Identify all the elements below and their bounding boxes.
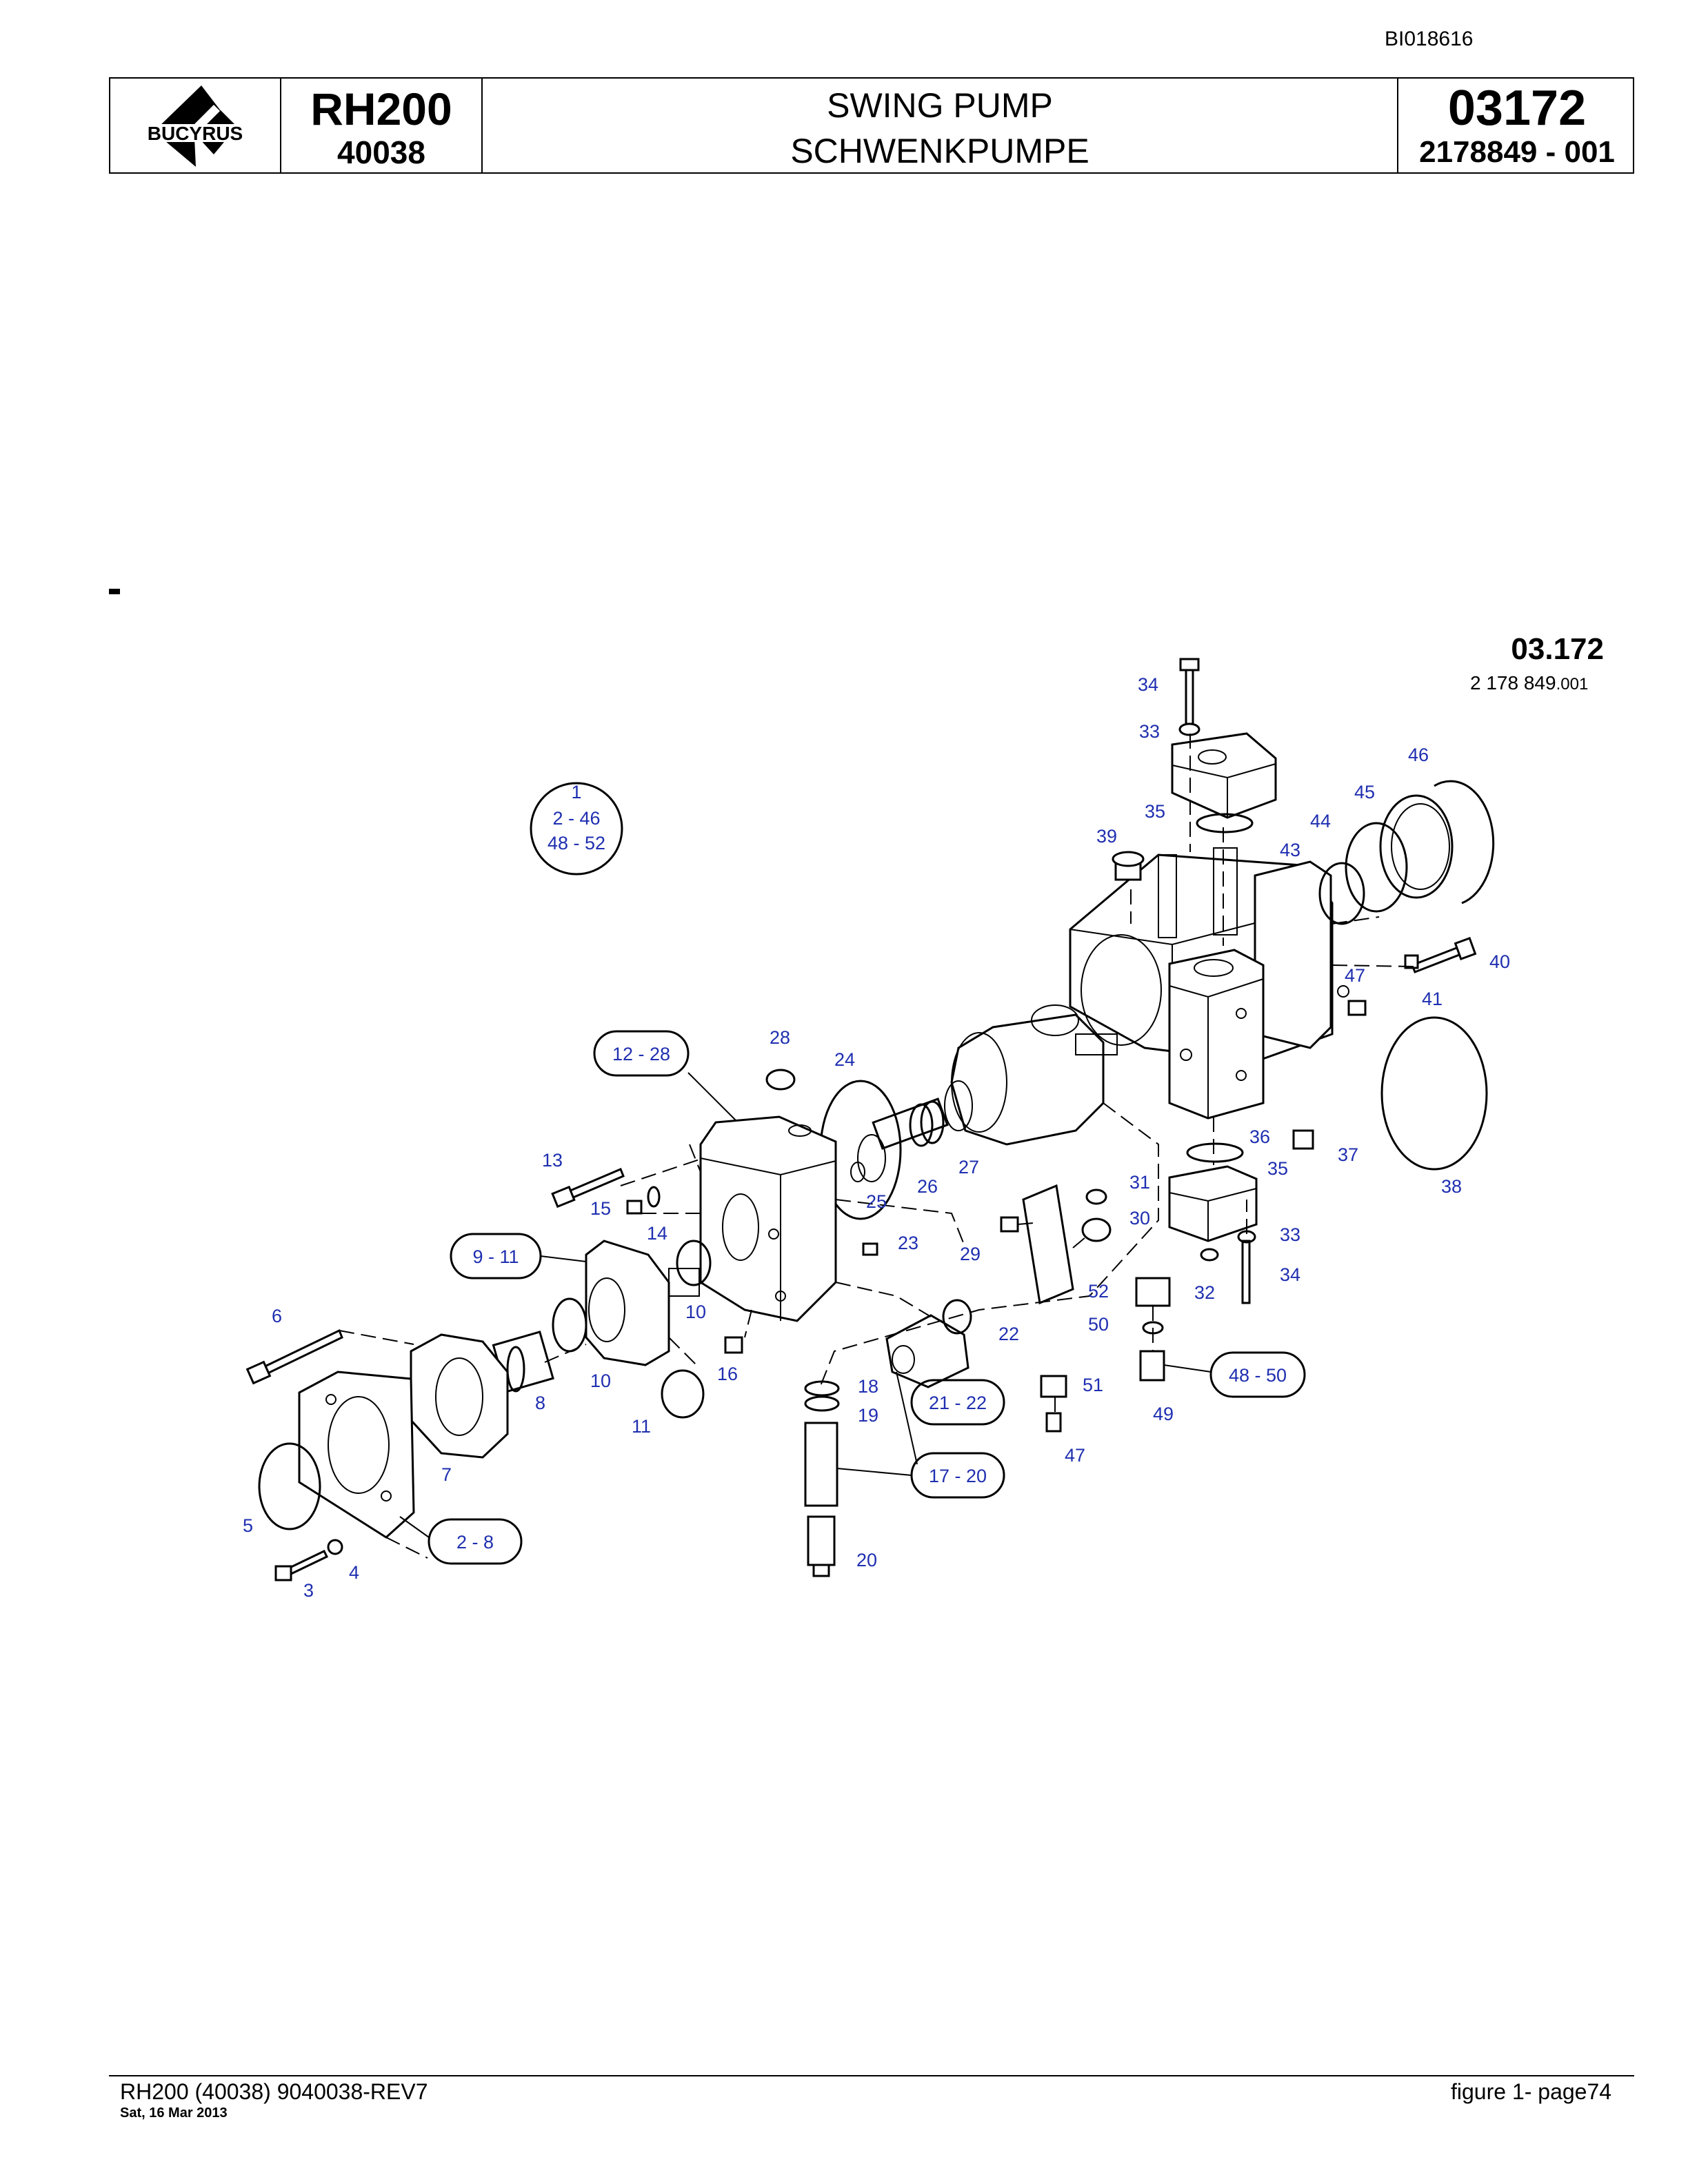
svg-text:48 - 52: 48 - 52 bbox=[547, 833, 605, 853]
item-label: 20 bbox=[856, 1550, 877, 1570]
footer-rule bbox=[109, 2075, 1634, 2076]
brand-cell: BUCYRUS bbox=[110, 79, 281, 172]
item-label: 6 bbox=[272, 1306, 282, 1326]
svg-text:1: 1 bbox=[571, 782, 581, 802]
item-label: 51 bbox=[1083, 1375, 1103, 1395]
svg-text:9 - 11: 9 - 11 bbox=[472, 1246, 519, 1267]
item-label: 25 bbox=[866, 1191, 887, 1212]
item-label: 52 bbox=[1088, 1281, 1109, 1302]
footer-date: Sat, 16 Mar 2013 bbox=[120, 2105, 228, 2121]
item-label: 41 bbox=[1422, 989, 1443, 1009]
item-label: 35 bbox=[1267, 1158, 1288, 1179]
item-label: 16 bbox=[717, 1364, 738, 1384]
item-label: 45 bbox=[1354, 782, 1375, 802]
svg-text:2 - 8: 2 - 8 bbox=[456, 1532, 494, 1553]
item-label: 24 bbox=[834, 1049, 855, 1070]
item-label: 5 bbox=[243, 1515, 253, 1536]
part-number: 2178849 - 001 bbox=[1419, 135, 1615, 169]
svg-text:2 - 46: 2 - 46 bbox=[552, 808, 600, 829]
item-label: 38 bbox=[1441, 1176, 1462, 1197]
svg-text:48 - 50: 48 - 50 bbox=[1229, 1365, 1287, 1386]
item-label: 14 bbox=[647, 1223, 667, 1244]
title-english: SWING PUMP bbox=[827, 86, 1053, 125]
svg-text:17 - 20: 17 - 20 bbox=[929, 1466, 987, 1486]
svg-text:21 - 22: 21 - 22 bbox=[929, 1393, 987, 1413]
item-label: 37 bbox=[1338, 1144, 1358, 1165]
group-callout-12-28: 12 - 28 bbox=[593, 1030, 690, 1077]
item-label: 28 bbox=[770, 1027, 790, 1048]
callout-leaders bbox=[399, 1072, 1212, 1538]
group-callout-48-50: 48 - 50 bbox=[1209, 1351, 1306, 1398]
model-cell: RH200 40038 bbox=[281, 79, 483, 172]
item-label: 40 bbox=[1489, 951, 1510, 972]
item-label: 34 bbox=[1138, 674, 1158, 695]
item-label: 19 bbox=[858, 1405, 878, 1426]
item-label: 46 bbox=[1408, 745, 1429, 765]
exploded-view-drawing: 03.172 2 178 849.001 bbox=[243, 632, 1604, 1601]
item-label: 32 bbox=[1194, 1282, 1215, 1303]
item-label: 33 bbox=[1139, 721, 1160, 742]
item-label: 44 bbox=[1310, 811, 1331, 831]
item-label: 29 bbox=[960, 1244, 981, 1264]
item-label: 18 bbox=[858, 1376, 878, 1397]
item-label: 27 bbox=[958, 1157, 979, 1177]
item-label: 3 bbox=[303, 1580, 314, 1601]
group-callout-9-11: 9 - 11 bbox=[450, 1233, 542, 1280]
assembly-lines bbox=[339, 734, 1414, 1559]
item-label: 4 bbox=[349, 1562, 359, 1583]
item-label: 33 bbox=[1280, 1224, 1300, 1245]
item-label: 22 bbox=[998, 1324, 1019, 1344]
item-label: 7 bbox=[441, 1464, 452, 1485]
item-label: 31 bbox=[1129, 1172, 1150, 1193]
item-label: 8 bbox=[535, 1393, 545, 1413]
figure-cell: 03172 2178849 - 001 bbox=[1398, 79, 1636, 172]
item-label: 15 bbox=[590, 1198, 611, 1219]
drawing-ref-part-main: 2 178 849 bbox=[1470, 672, 1556, 694]
title-german: SCHWENKPUMPE bbox=[790, 132, 1089, 170]
svg-text:12 - 28: 12 - 28 bbox=[612, 1044, 670, 1064]
group-callout-21-22: 21 - 22 bbox=[910, 1379, 1005, 1426]
item-labels: 34 33 46 45 35 44 39 43 40 47 41 28 24 3… bbox=[243, 674, 1510, 1601]
figure-number: 03172 bbox=[1447, 81, 1587, 136]
drawing-ref-part-suffix: .001 bbox=[1556, 675, 1589, 694]
item-label: 10 bbox=[685, 1302, 706, 1322]
item-label: 10 bbox=[590, 1371, 611, 1391]
footer-page-ref: figure 1- page74 bbox=[1451, 2079, 1612, 2104]
item-label: 50 bbox=[1088, 1314, 1109, 1335]
title-cell: SWING PUMP SCHWENKPUMPE bbox=[483, 79, 1398, 172]
model-number: 40038 bbox=[337, 134, 425, 170]
document-id: BI018616 bbox=[1385, 28, 1474, 50]
item-label: 23 bbox=[898, 1233, 918, 1253]
drawing-ref-part: 2 178 849.001 bbox=[1470, 672, 1588, 694]
drawing-ref-number: 03.172 bbox=[1511, 632, 1604, 666]
item-label: 11 bbox=[632, 1416, 651, 1437]
title-block: BUCYRUS RH200 40038 SWING PUMP SCHWENKPU… bbox=[109, 77, 1634, 174]
item-label: 43 bbox=[1280, 840, 1300, 860]
item-label: 35 bbox=[1145, 801, 1165, 822]
bucyrus-logo: BUCYRUS bbox=[120, 85, 270, 167]
group-callout-17-20: 17 - 20 bbox=[910, 1452, 1005, 1499]
item-label: 47 bbox=[1345, 965, 1365, 986]
item-label: 49 bbox=[1153, 1404, 1174, 1424]
item-label: 47 bbox=[1065, 1445, 1085, 1466]
footer-document-ref: RH200 (40038) 9040038-REV7 bbox=[120, 2079, 428, 2104]
item-label: 13 bbox=[542, 1150, 563, 1171]
group-callout-2-8: 2 - 8 bbox=[428, 1518, 523, 1565]
item-label: 30 bbox=[1129, 1208, 1150, 1228]
margin-mark bbox=[109, 589, 120, 594]
item-label: 26 bbox=[917, 1176, 938, 1197]
group-callout-1-52: 1 2 - 46 48 - 52 bbox=[530, 782, 623, 876]
item-label: 39 bbox=[1096, 826, 1117, 847]
item-label: 36 bbox=[1249, 1126, 1270, 1147]
pump-parts bbox=[245, 658, 1495, 1581]
brand-text: BUCYRUS bbox=[148, 123, 243, 144]
item-label: 34 bbox=[1280, 1264, 1300, 1285]
model-name: RH200 bbox=[310, 83, 452, 134]
